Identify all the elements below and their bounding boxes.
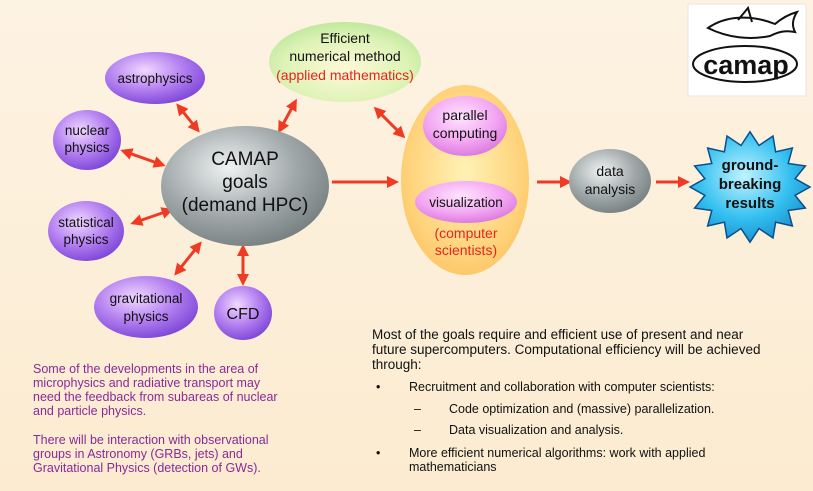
bullet-marker-2: •: [376, 446, 381, 460]
left-note-2: There will be interaction with observati…: [33, 433, 269, 475]
node-gravitational-physics: gravitational physics: [94, 276, 198, 338]
sub-bullet-1: Code optimization and (massive) parallel…: [449, 402, 715, 416]
arrow-method-goals: [278, 98, 297, 134]
camap-goals-line2: goals: [222, 172, 267, 193]
gravitational-line1: gravitational: [110, 291, 183, 306]
node-visualization: [415, 181, 517, 223]
statistical-line2: physics: [63, 232, 108, 247]
astrophysics-label: astrophysics: [117, 71, 192, 86]
node-ground-breaking-results: ground- breaking results: [688, 130, 812, 244]
computer-scientists-line1: (computer: [434, 225, 497, 241]
node-hpc-container: parallel computing visualization (comput…: [401, 85, 529, 275]
sub-bullet-2: Data visualization and analysis.: [449, 423, 624, 437]
efficient-method-line2: numerical method: [289, 48, 400, 64]
sub-bullet-marker-2: –: [414, 423, 421, 437]
arrow-statistical-goals: [130, 207, 174, 226]
arrow-astrophysics-goals: [176, 103, 200, 133]
arrows: [120, 98, 690, 286]
efficient-method-line1: Efficient: [320, 30, 370, 46]
data-analysis-line2: analysis: [585, 181, 636, 197]
gravitational-line2: physics: [123, 309, 168, 324]
ground-breaking-line1: ground-: [722, 157, 779, 174]
arrow-gravitational-goals: [174, 241, 202, 276]
visualization-label: visualization: [429, 195, 503, 210]
logo-text: camap: [703, 50, 789, 80]
nuclear-line1: nuclear: [65, 123, 110, 138]
left-note-1: Some of the developments in the area of …: [33, 362, 278, 418]
sub-bullet-marker-1: –: [414, 402, 421, 416]
ground-breaking-line2: breaking: [719, 176, 782, 193]
camap-goals-line3: (demand HPC): [182, 195, 309, 216]
node-cfd: CFD: [214, 286, 272, 340]
node-camap-goals: CAMAP goals (demand HPC): [161, 126, 329, 246]
camap-logo: camap: [687, 3, 807, 97]
node-astrophysics: astrophysics: [105, 52, 205, 104]
node-nuclear-physics: nuclear physics: [53, 110, 121, 170]
parallel-line1: parallel: [442, 107, 487, 123]
shark-icon: [706, 10, 800, 39]
efficient-method-sub: (applied mathematics): [276, 67, 414, 83]
node-parallel-computing: [423, 96, 507, 156]
nuclear-line2: physics: [64, 140, 109, 155]
computer-scientists-line2: scientists): [435, 242, 497, 258]
right-intro: Most of the goals require and efficient …: [372, 327, 761, 372]
node-statistical-physics: statistical physics: [48, 201, 124, 261]
arrow-method-parallel: [373, 106, 406, 139]
arrow-nuclear-goals: [120, 148, 166, 168]
cfd-label: CFD: [227, 306, 260, 323]
statistical-line1: statistical: [58, 215, 114, 230]
node-efficient-method: Efficient numerical method (applied math…: [269, 22, 421, 102]
bullet-marker-1: •: [376, 380, 381, 394]
node-data-analysis: data analysis: [569, 149, 651, 213]
data-analysis-line1: data: [596, 163, 623, 179]
camap-goals-line1: CAMAP: [211, 149, 279, 170]
bullet-1: Recruitment and collaboration with compu…: [409, 380, 715, 394]
parallel-line2: computing: [433, 125, 498, 141]
ground-breaking-line3: results: [725, 195, 774, 212]
bullet-2: More efficient numerical algorithms: wor…: [409, 446, 706, 474]
